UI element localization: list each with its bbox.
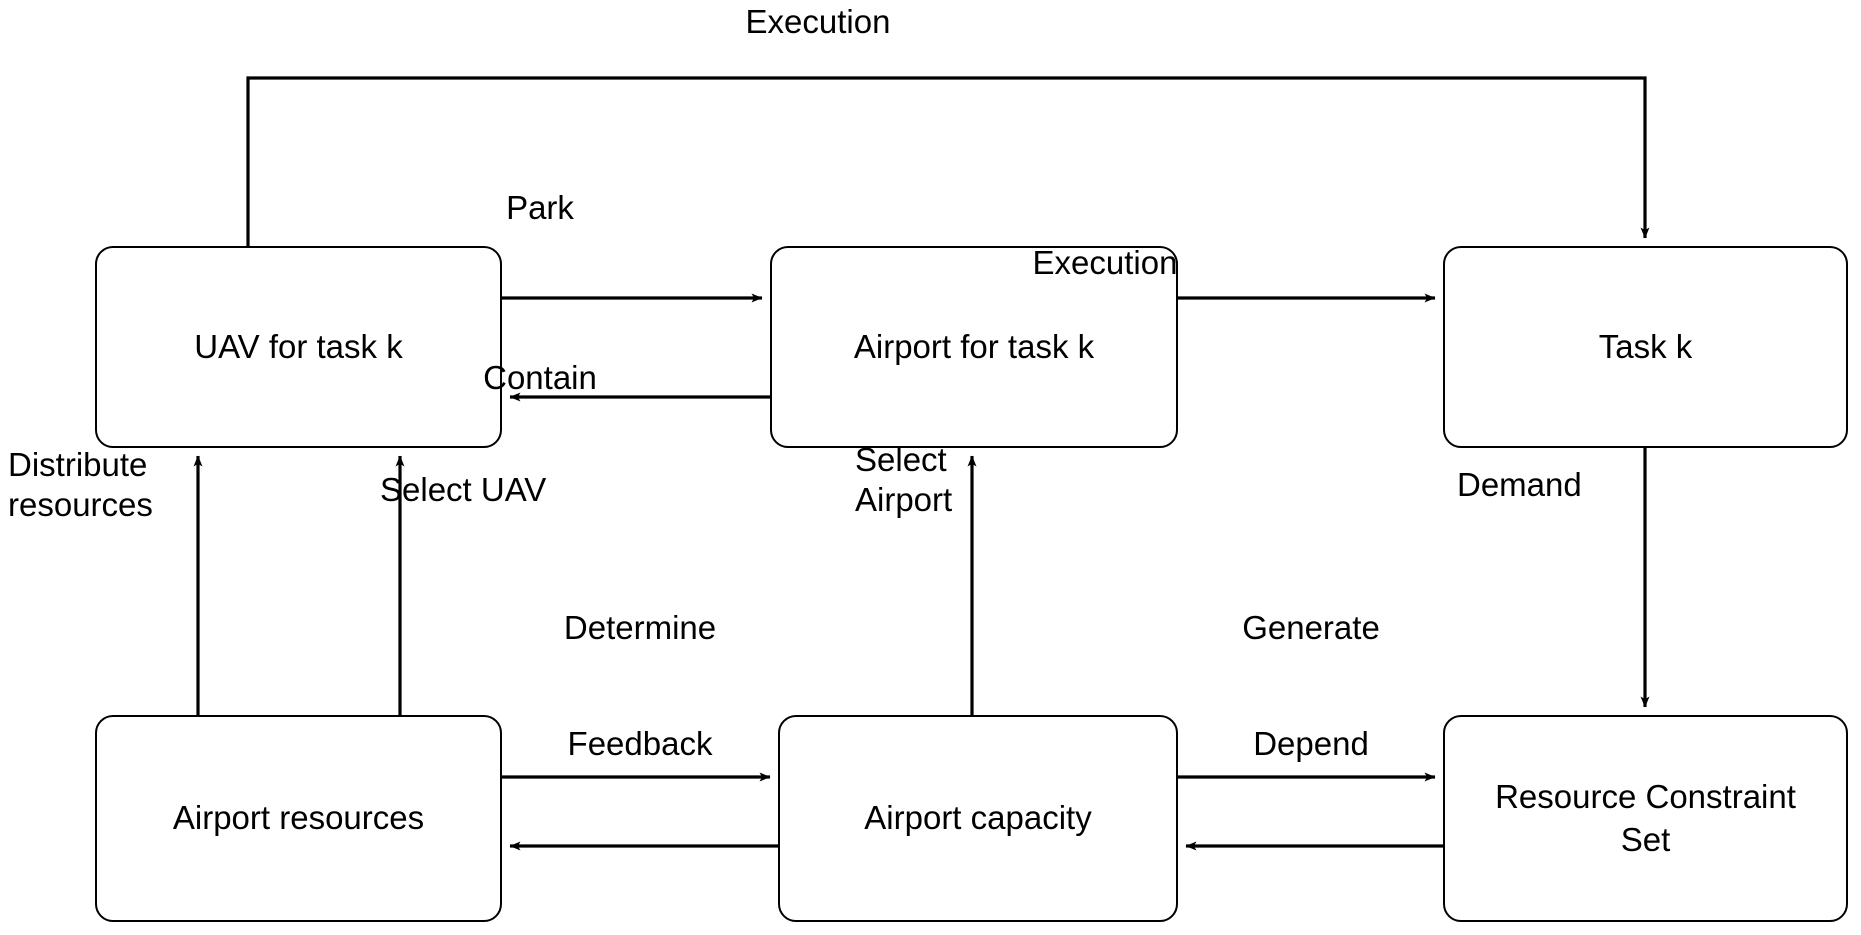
node-label: UAV for task k bbox=[194, 327, 403, 365]
node-label: Airport for task k bbox=[853, 327, 1095, 365]
node-label: Airport capacity bbox=[864, 799, 1092, 837]
edge-label-execution: Execution bbox=[1032, 244, 1178, 281]
edge-label-generate: Generate bbox=[1242, 609, 1380, 646]
edge-label-select-airport: Select Airport bbox=[855, 441, 953, 519]
edge-label-execution-feedback: Execution bbox=[745, 3, 891, 40]
edge-label-determine: Determine bbox=[563, 609, 717, 646]
node-label: Task k bbox=[1598, 327, 1693, 365]
node-airport-capacity[interactable]: Airport capacity bbox=[778, 715, 1178, 922]
node-airport-for-task-k[interactable]: Airport for task k bbox=[770, 246, 1178, 448]
node-task-k[interactable]: Task k bbox=[1443, 246, 1848, 448]
edge-execution-feedback bbox=[246, 76, 1650, 246]
node-resource-constraint-set[interactable]: Resource Constraint Set bbox=[1443, 715, 1848, 922]
edge-label-distribute-resources: Distribute resources bbox=[8, 446, 153, 524]
edge-label-select-uav: Select UAV bbox=[380, 471, 547, 508]
edge-label-park: Park bbox=[506, 189, 574, 226]
node-label: Airport resources bbox=[172, 799, 425, 837]
edge-label-demand: Demand bbox=[1457, 466, 1582, 503]
edge-label-feedback: Feedback bbox=[567, 725, 713, 762]
node-label: Resource Constraint Set bbox=[1495, 778, 1796, 858]
node-airport-resources[interactable]: Airport resources bbox=[95, 715, 502, 922]
node-uav-for-task-k[interactable]: UAV for task k bbox=[95, 246, 502, 448]
edge-label-contain: Contain bbox=[483, 359, 597, 396]
edge-label-depend: Depend bbox=[1253, 725, 1369, 762]
